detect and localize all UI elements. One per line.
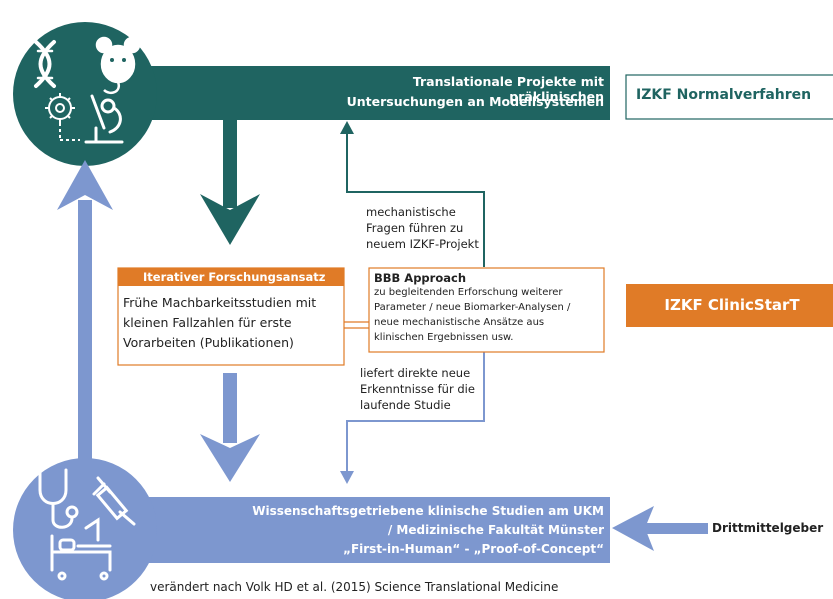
iterative-line1: Frühe Machbarkeitsstudien mit (123, 295, 317, 310)
stethoscope-icon (38, 468, 79, 529)
mechanistic-note-line3: neuem IZKF-Projekt (366, 237, 479, 251)
funding-label: Drittmittelgeber (712, 521, 824, 535)
syringe-icon (92, 476, 136, 526)
top-bar-line2: Untersuchungen an Modellsystemen (346, 94, 604, 109)
bbb-line3: neue mechanistische Ansätze aus (374, 317, 545, 328)
iterative-header-fill (118, 268, 344, 286)
mechanistic-note-line1: mechanistische (366, 205, 456, 219)
bottom-bar-line1: Wissenschaftsgetriebene klinische Studie… (252, 504, 604, 518)
direct-arrow-head (340, 471, 354, 484)
direct-connector (346, 352, 485, 472)
iterative-line2: kleinen Fallzahlen für erste (123, 315, 292, 330)
bottom-bar (85, 497, 610, 563)
bbb-line4: klinischen Ergebnissen usw. (374, 332, 514, 343)
bbb-box (368, 267, 605, 353)
top-bar (85, 66, 610, 120)
funding-arrow-shaft (638, 523, 708, 534)
bbb-title: BBB Approach (374, 271, 466, 285)
mechanistic-note-line2: Fragen führen zu (366, 221, 464, 235)
top-bar-line1: Translationale Projekte mit präklinische… (412, 74, 604, 104)
citation: verändert nach Volk HD et al. (2015) Sci… (150, 580, 559, 594)
iterative-line3: Vorarbeiten (Publikationen) (123, 335, 294, 350)
dna-icon (34, 40, 56, 88)
iterative-header: Iterativer Forschungsansatz (143, 270, 326, 284)
direct-note-line1: liefert direkte neue (360, 366, 471, 380)
bottom-bar-line2: / Medizinische Fakultät Münster (387, 523, 604, 537)
teal-arrow-shaft (223, 118, 237, 208)
blue-arrow-head (200, 434, 260, 482)
hospital-bed-icon (50, 517, 112, 581)
left-arrow-shaft (78, 200, 92, 460)
bbb-line2: Parameter / neue Biomarker-Analysen / (374, 302, 571, 313)
clinicstart-box (626, 284, 833, 327)
mouse-icon (95, 36, 141, 94)
virus-icon (45, 93, 80, 141)
mechanistic-connector (346, 132, 485, 267)
bbb-line1: zu begleitenden Erforschung weiterer (374, 287, 563, 298)
clinicstart-label: IZKF ClinicStarT (664, 296, 800, 314)
funding-arrow-head (612, 506, 654, 551)
normalverfahren-box (625, 74, 833, 120)
blue-arrow-shaft (223, 373, 237, 443)
mechanistic-arrow-head (340, 121, 354, 134)
microscope-icon (84, 94, 124, 144)
teal-arrow-head (200, 194, 260, 245)
left-arrow-head (57, 160, 113, 210)
bottom-bar-line3: „First-in-Human“ - „Proof-of-Concept“ (343, 542, 604, 556)
normalverfahren-label: IZKF Normalverfahren (636, 87, 812, 103)
direct-note-line3: laufende Studie (360, 398, 451, 412)
direct-note-line2: Erkenntnisse für die (360, 382, 475, 396)
